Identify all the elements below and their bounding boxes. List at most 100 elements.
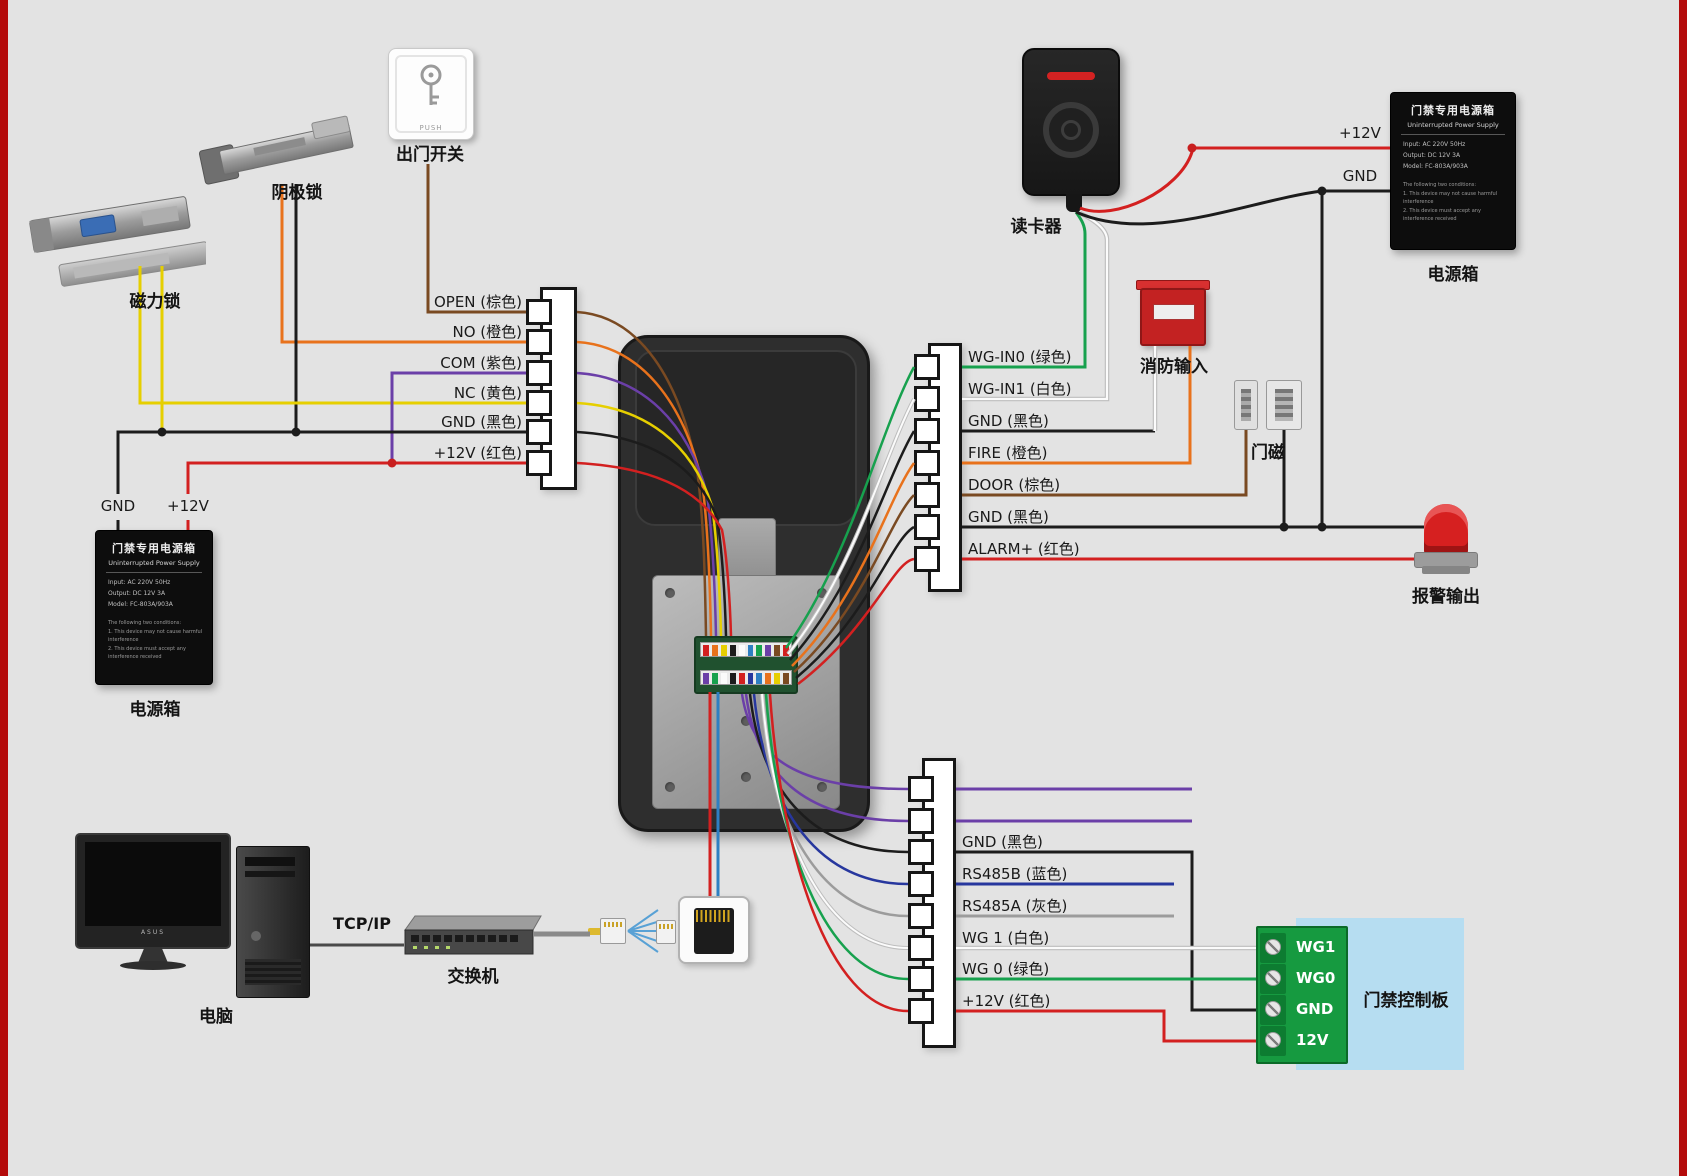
alarm-beacon-foot [1422, 566, 1470, 574]
tcpip-label: TCP/IP [333, 914, 391, 933]
left-terminal-tooth-6 [526, 450, 552, 476]
pin-label-rs485b: RS485B (蓝色) [962, 865, 1068, 883]
plate-screw-hole [741, 772, 751, 782]
ctrl-pin-wg0: WG0 [1296, 969, 1336, 987]
power-box-note-1: 1. This device may not cause harmful int… [108, 628, 203, 644]
pin-label-rs485a: RS485A (灰色) [962, 897, 1068, 915]
fire-input-label-plate [1153, 304, 1195, 320]
pin-label-com: COM (紫色) [440, 354, 522, 372]
left-terminal-tooth-4 [526, 390, 552, 416]
pin-label-wg1: WG 1 (白色) [962, 929, 1050, 947]
right-terminal-tooth-4 [914, 450, 940, 476]
power-box-title: 门禁专用电源箱 [1411, 104, 1495, 117]
card-reader-caption: 读卡器 [1010, 217, 1062, 237]
rj45-plug-pins [659, 924, 673, 929]
power-box-note-2: 2. This device must accept any interfere… [1403, 207, 1481, 223]
fire-input-figure [1140, 288, 1206, 346]
right-terminal-tooth-2 [914, 386, 940, 412]
monitor-stand [138, 947, 168, 963]
door-sensor-caption: 门磁 [1251, 443, 1285, 463]
magnetic-lock-figure [29, 196, 206, 287]
pin-label-gnd-r2: GND (黑色) [968, 508, 1049, 526]
door-sensor-switch [1266, 380, 1302, 430]
card-reader-led [1047, 72, 1095, 80]
power-box-spec-input: Input: AC 220V 50Hz [108, 579, 171, 586]
tower-power-button [251, 931, 261, 941]
power-box-spec-model: Model: FC-803A/903A [108, 600, 173, 608]
pin-label-wgin0: WG-IN0 (绿色) [968, 348, 1072, 366]
connector-pin-row-top [700, 642, 792, 657]
ctrl-pin-gnd: GND [1296, 1000, 1334, 1018]
right-power-12v-label: +12V [1339, 124, 1381, 142]
power-box-spec-output: Output: DC 12V 3A [1403, 151, 1461, 159]
rj45-jack-port [694, 908, 734, 954]
power-box-spec-input: Input: AC 220V 50Hz [1403, 141, 1466, 148]
power-box-spec-output: Output: DC 12V 3A [108, 589, 166, 597]
network-switch-figure [404, 915, 542, 955]
pin-label-gnd-b: GND (黑色) [962, 833, 1043, 851]
cathode-lock-caption: 阴极锁 [271, 183, 323, 203]
monitor-brand: ASUS [140, 929, 166, 936]
monitor: ASUS [75, 833, 231, 949]
screw-icon [1265, 1032, 1281, 1048]
pin-label-wgin1: WG-IN1 (白色) [968, 380, 1072, 398]
monitor-screen [85, 842, 221, 926]
left-terminal-tooth-3 [526, 360, 552, 386]
bottom-terminal-tooth-2 [908, 808, 934, 834]
alarm-beacon-dome [1424, 504, 1468, 556]
right-terminal-tooth-5 [914, 482, 940, 508]
terminal-screw-cell [1260, 1026, 1286, 1056]
terminal-screw-cell [1260, 933, 1286, 963]
bottom-terminal-tooth-8 [908, 998, 934, 1024]
plate-screw-hole [665, 782, 675, 792]
left-terminal-tooth-1 [526, 299, 552, 325]
exit-button-inner-bezel [395, 55, 467, 133]
exit-button-caption: 出门开关 [396, 145, 464, 165]
tower-vents [245, 959, 301, 985]
pin-label-gnd-left: GND (黑色) [441, 413, 522, 431]
terminal-screw-cell [1260, 964, 1286, 994]
device-top-bezel [635, 350, 857, 526]
right-power-box: 门禁专用电源箱 Uninterrupted Power Supply Input… [1390, 92, 1516, 250]
right-power-box-caption: 电源箱 [1427, 265, 1479, 285]
screw-icon [1265, 1001, 1281, 1017]
card-reader-cable [1066, 194, 1082, 212]
right-red-edge [1679, 0, 1687, 1176]
card-reader-sensor-inner [1061, 120, 1081, 140]
door-sensor-stripes [1275, 389, 1293, 421]
power-box-title: 门禁专用电源箱 [112, 542, 196, 555]
screw-icon [1265, 939, 1281, 955]
power-box-divider [106, 572, 202, 573]
pin-label-no: NO (橙色) [452, 323, 523, 341]
ctrl-pin-12v: 12V [1296, 1031, 1329, 1049]
computer-caption: 电脑 [199, 1007, 233, 1027]
power-box-note-1: 1. This device may not cause harmful int… [1403, 190, 1498, 206]
alarm-output-caption: 报警输出 [1412, 587, 1480, 607]
left-power-12v-label: +12V [167, 497, 209, 515]
pin-label-fire: FIRE (橙色) [968, 444, 1048, 462]
power-box-subtitle: Uninterrupted Power Supply [108, 559, 200, 567]
pin-label-12v-b: +12V (红色) [962, 992, 1051, 1010]
right-terminal-tooth-7 [914, 546, 940, 572]
bottom-terminal-tooth-7 [908, 966, 934, 992]
power-box-divider [1401, 134, 1505, 135]
computer-tower [236, 846, 310, 998]
ctrl-pin-wg1: WG1 [1296, 938, 1336, 956]
power-box-note-head: The following two conditions: [108, 620, 182, 627]
switch-caption: 交换机 [447, 967, 499, 987]
right-terminal-tooth-1 [914, 354, 940, 380]
bottom-terminal-tooth-4 [908, 871, 934, 897]
connector-pin-row-bottom [700, 670, 792, 685]
rj45-jack-pins [696, 910, 732, 922]
rj45-plug-pins [604, 922, 622, 927]
controller-board-caption: 门禁控制板 [1363, 991, 1449, 1011]
bottom-terminal-tooth-3 [908, 839, 934, 865]
pin-label-wg0: WG 0 (绿色) [962, 960, 1050, 978]
pin-label-alarm: ALARM+ (红色) [968, 540, 1080, 558]
rj45-plug [656, 920, 676, 944]
cathode-lock-figure [198, 115, 354, 185]
patch-cable-yellow [588, 928, 602, 935]
pin-label-open: OPEN (棕色) [433, 293, 522, 311]
right-terminal-tooth-3 [914, 418, 940, 444]
